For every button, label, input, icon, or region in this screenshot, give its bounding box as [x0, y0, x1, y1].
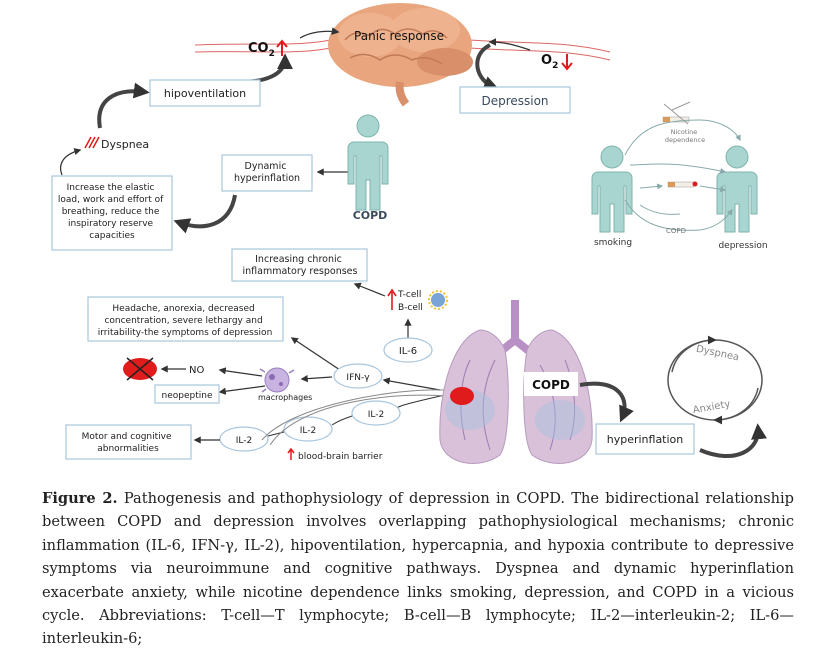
neopeptine-box	[154, 384, 220, 404]
o2-label: O2	[541, 53, 558, 71]
depression-person-icon	[716, 145, 758, 233]
nicotine-dependence-text: Nicotine dependence	[665, 128, 705, 144]
brain-image	[328, 3, 473, 107]
il6-node	[383, 337, 433, 363]
elastic-load-text: Increase the elastic load, work and effo…	[58, 183, 166, 241]
il2-node-c	[219, 426, 269, 452]
blocked-x-icon	[123, 357, 157, 381]
curve-arrow-hyper-to-elastic	[173, 194, 237, 234]
cycle-section: hyperinflation Dyspnea Anxiety	[579, 335, 767, 459]
diagram: Panic response CO2 O2 Depression hipoven…	[51, 3, 768, 464]
b-cell-label: B-cell	[398, 303, 423, 313]
il2-node-a	[351, 400, 401, 426]
cycle-anxiety-label: Anxiety	[692, 399, 731, 416]
smoking-label: smoking	[594, 238, 632, 248]
neopeptine-label: neopeptine	[162, 391, 213, 401]
cigarette-icon-2	[667, 181, 698, 188]
inflammation-section: Increasing chronic inflammatory response…	[65, 248, 448, 462]
elastic-load-box	[51, 175, 173, 251]
dynamic-hyperinflation-box	[221, 154, 313, 192]
caption-text: Pathogenesis and pathophysiology of depr…	[42, 490, 794, 648]
curve-arrow-dyspnea-to-hipo	[97, 82, 150, 129]
il2-label-b: IL-2	[300, 426, 316, 436]
smoking-section: smoking depression Nicotine dependence C…	[591, 101, 768, 251]
curve-arrow-down	[475, 43, 500, 92]
ifn-label: IFN-γ	[346, 373, 370, 383]
curve-arrow-hyper-cycle	[699, 423, 767, 459]
depression-figure-label: depression	[718, 241, 767, 251]
panic-label: Panic response	[354, 29, 444, 43]
motor-text: Motor and cognitive abnormalities	[82, 432, 175, 454]
dyspnea-anxiety-cycle	[667, 335, 763, 425]
dynamic-hyperinflation-text: Dynamic hyperinflation	[234, 161, 300, 184]
bbb-up-arrow	[287, 447, 295, 460]
copd-small-label: COPD	[666, 227, 686, 235]
figure-caption: Figure 2. Pathogenesis and pathophysiolo…	[42, 487, 794, 651]
lesion-icon	[450, 387, 474, 405]
curve-arrow-elastic-to-dyspnea	[59, 148, 82, 176]
headache-text: Headache, anorexia, decreased concentrat…	[98, 304, 273, 338]
ventilation-section: hipoventilation Dyspnea Increase the ela…	[51, 79, 389, 251]
bbb-label: blood-brain barrier	[298, 452, 383, 462]
macrophage-icon	[259, 367, 295, 393]
il2-label-a: IL-2	[368, 410, 384, 420]
motor-box	[65, 424, 192, 460]
no-label: NO	[189, 365, 204, 376]
dyspnea-left-label: Dyspnea	[101, 138, 149, 151]
copd-lungs-label-bg	[524, 372, 578, 396]
macrophages-label: macrophages	[258, 393, 312, 402]
il2-node-b	[283, 416, 333, 442]
brain-section: Panic response CO2 O2 Depression	[194, 3, 611, 114]
il2-label-c: IL-2	[236, 436, 252, 446]
t-cell-label: T-cell	[397, 290, 421, 300]
hipoventilation-label: hipoventilation	[164, 87, 246, 100]
cell-icon	[428, 290, 448, 310]
o2-down-arrow	[561, 54, 573, 71]
hyperinflation-box	[595, 423, 695, 455]
cycle-dyspnea-label: Dyspnea	[695, 344, 740, 364]
dyspnea-red-arrows-icon	[84, 136, 100, 149]
caption-label: Figure 2.	[42, 490, 118, 507]
cell-up-arrow	[387, 288, 397, 310]
co2-up-arrow	[276, 39, 288, 56]
headache-box	[87, 296, 284, 342]
hipoventilation-box	[149, 79, 261, 107]
co2-label: CO2	[248, 41, 275, 59]
copd-lungs-label: COPD	[532, 378, 570, 392]
depression-box	[459, 86, 571, 114]
inflammatory-box	[231, 248, 368, 282]
curve-arrow-copd-hyper	[579, 381, 634, 423]
copd-figure-label: COPD	[353, 209, 388, 222]
curve-arrow-up	[239, 53, 293, 84]
il6-label: IL-6	[399, 346, 417, 357]
copd-person-icon	[347, 114, 389, 211]
ifn-node	[333, 363, 383, 389]
depression-box-label: Depression	[481, 94, 548, 108]
lungs-image: COPD	[439, 300, 593, 464]
inflammatory-text: Increasing chronic inflammatory response…	[243, 254, 358, 277]
hyperinflation-label: hyperinflation	[607, 433, 684, 446]
smoking-person-icon	[591, 145, 633, 233]
